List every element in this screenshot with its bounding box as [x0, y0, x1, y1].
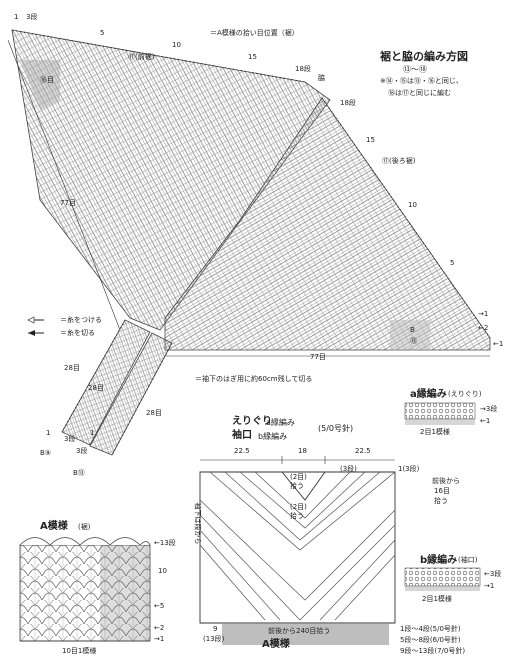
legend-a-stitch: ＝A模様の拾い目位置（裾）: [210, 29, 299, 37]
p28a: 28目: [64, 364, 80, 372]
body-pick16: 16目: [434, 487, 450, 495]
cnt-15-top: 15: [248, 53, 257, 61]
body-pick2: (2目): [290, 503, 307, 511]
small-3danb: 3段: [76, 447, 88, 455]
dim-w3: 22.5: [355, 447, 371, 455]
body-n9: 9: [213, 625, 218, 633]
cnt-5-top: 5: [100, 29, 105, 37]
front-hem-label: ⑰(前裾): [128, 53, 155, 61]
sleeve-strip-left: [61, 319, 151, 446]
arrow-left-3: ←1: [493, 340, 504, 348]
body-pick2b: 拾う: [290, 512, 304, 520]
a-pattern-rows-10: 10: [158, 567, 167, 575]
cnt-5-r: 5: [450, 259, 455, 267]
a-pattern-rows-5: ←5: [154, 602, 165, 610]
waki-label: 脇: [318, 74, 325, 82]
arrow-left-2: ←2: [478, 324, 489, 332]
p18-label: 18段: [295, 65, 311, 73]
b-edge-rows: ←3段: [484, 570, 502, 578]
body-row1: 1(3段): [398, 465, 420, 473]
b-edge-title: b縁編み: [420, 555, 458, 566]
a-edge-rows: →3段: [480, 405, 498, 413]
a-pattern-repeat: 10目1模様: [62, 647, 97, 655]
b-edge-row1: →1: [484, 582, 495, 590]
body-pick1b: (2目): [290, 473, 307, 481]
b13c-label: B⑬: [73, 469, 85, 477]
p16-label: ⑯目: [40, 76, 54, 84]
b-edge-repeat: 2目1模様: [422, 595, 452, 603]
dim-w2: 18: [298, 447, 307, 455]
cnt-10-r: 10: [408, 201, 417, 209]
note-armpit: ＝袖下のはぎ用に約60cm残して切る: [195, 375, 313, 383]
a-pattern-rows-13: ←13段: [154, 539, 176, 547]
body-needle3: 9段〜13段(7/0号針): [400, 647, 466, 655]
body-needle2: 5段〜8段(6/0号針): [400, 636, 461, 644]
body-needle1: 1段〜4段(5/0号針): [400, 625, 461, 633]
a-edge-swatch: [404, 402, 476, 420]
legend-cut: ＝糸を切る: [60, 329, 95, 337]
body-pick1: 拾う: [290, 482, 304, 490]
body-schematic: [199, 456, 396, 645]
cuff-label: 袖口: [232, 430, 252, 441]
b13-label: ⑬: [410, 337, 417, 345]
a-edge-row1: ←1: [480, 417, 491, 425]
cnt-15-r: 15: [366, 136, 375, 144]
a-pattern-sub: (裾): [78, 523, 91, 531]
small-1b: 1: [90, 429, 95, 437]
main-title: 裾と脇の編み方図: [380, 50, 468, 63]
a-pattern-rows-1: →1: [154, 635, 165, 643]
cnt-1-top: 1: [14, 13, 19, 21]
small-1: 1: [46, 429, 51, 437]
body-pick16b: 拾う: [434, 497, 448, 505]
a-pattern-rows-2: ←2: [154, 624, 165, 632]
a-edge-sub: (えりぐり): [448, 390, 482, 398]
body-n13: (13段): [203, 635, 225, 643]
cnt-3dan-top: 3段: [26, 13, 38, 21]
p28b: 28目: [88, 384, 104, 392]
a-edge-repeat: 2目1模様: [420, 428, 450, 436]
note-2: ⑱は⑰と同じに編む: [388, 89, 451, 97]
b9-label: B⑨: [40, 449, 52, 457]
b-edge-swatch: [404, 567, 481, 587]
title-sub: ⑬〜⑱: [403, 65, 427, 74]
legend-attach: ＝糸をつける: [60, 316, 102, 324]
cuff-pattern: b縁編み: [258, 432, 288, 441]
small-3dan: 3段: [64, 435, 76, 443]
b-edge-sub: (袖口): [458, 556, 478, 564]
note-1: ※⑭・⑮は⑬・⑯と同じ、: [380, 77, 463, 85]
b-circle: B: [410, 326, 415, 334]
back-hem-label: ⑰(後ろ裾): [382, 157, 416, 165]
p18-row: 18段: [340, 99, 356, 107]
body-row3: (3段): [340, 465, 357, 473]
body-pick-sleeve: 袖下は段から: [193, 502, 202, 545]
p77-bottom: 77目: [310, 353, 326, 361]
body-bottom-pick: 前後から240目拾う: [268, 627, 331, 635]
a-pattern-title: A模様: [40, 521, 68, 532]
body-bottom-label: A模様: [262, 639, 290, 650]
dim-w1: 22.5: [234, 447, 250, 455]
arrow-left-1: →1: [478, 310, 489, 318]
body-front-back: 前後から: [432, 477, 460, 485]
a-edge-title: a縁編み: [410, 389, 447, 400]
p28c: 28目: [146, 409, 162, 417]
a-pattern-swatch: [19, 544, 151, 642]
collar-pattern: a縁編み: [266, 418, 295, 427]
p77-left: 77目: [60, 199, 76, 207]
collar-label: えりぐり: [232, 416, 272, 427]
cnt-10-top: 10: [172, 41, 181, 49]
needle-note: (5/0号針): [318, 424, 354, 433]
